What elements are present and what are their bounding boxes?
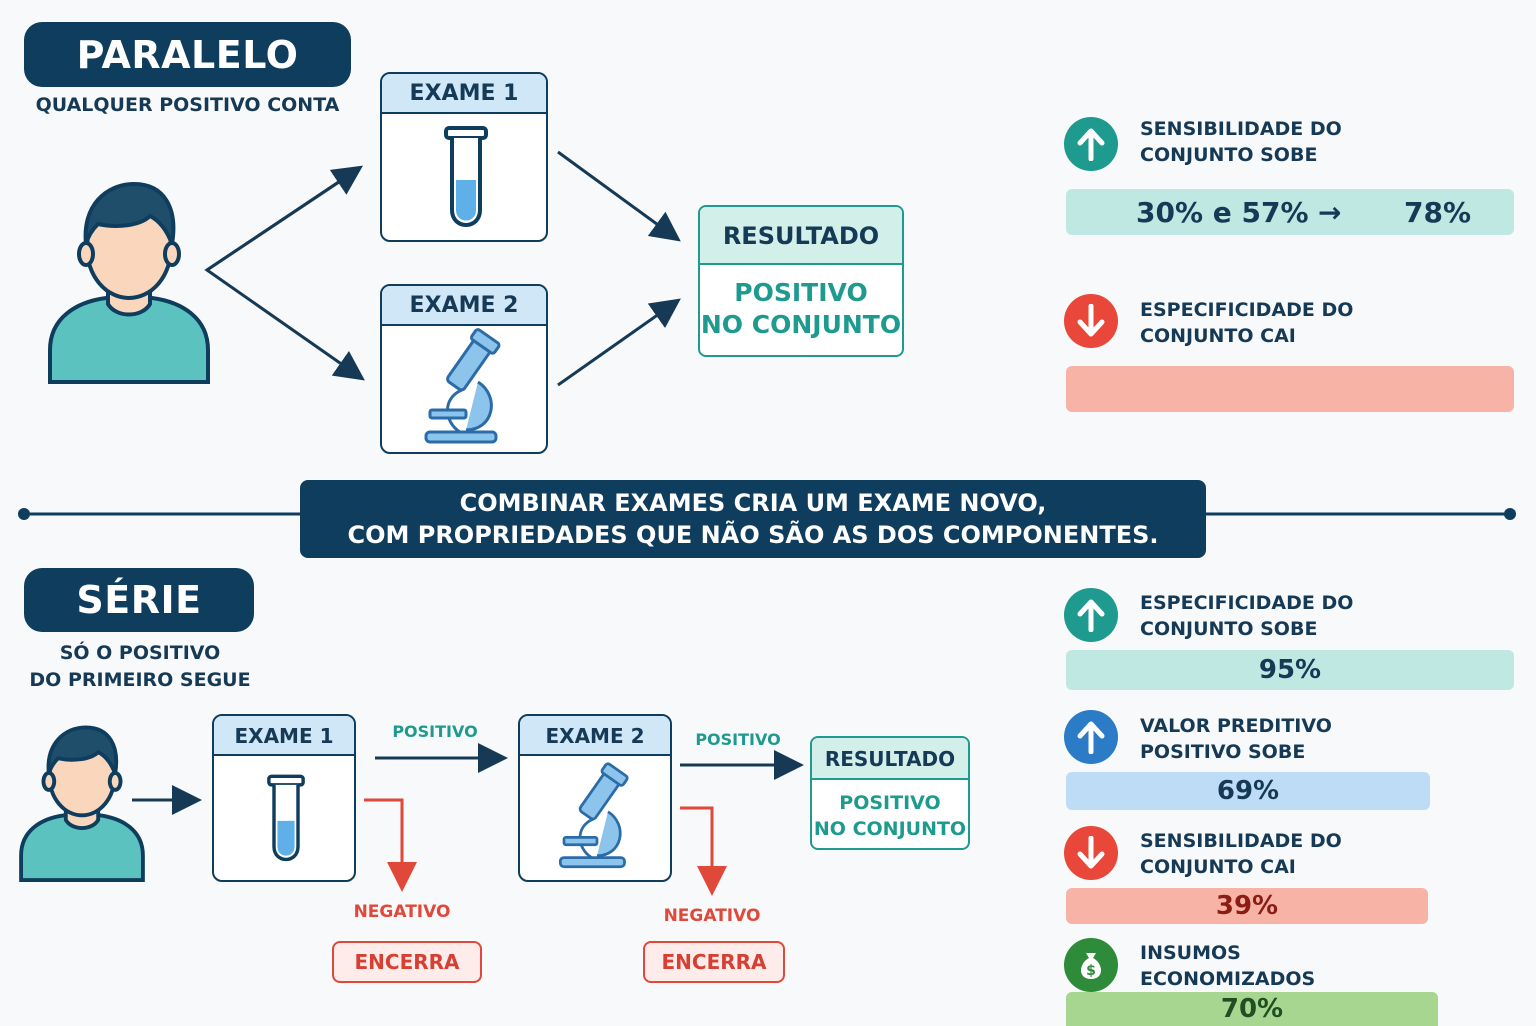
bar-value: 39% (1215, 891, 1279, 921)
person-icon (48, 181, 210, 384)
parallel-exam-1-card: EXAME 1 (380, 72, 548, 242)
value-from: 30% e 57% (1136, 195, 1309, 229)
exam-card-title: EXAME 2 (520, 716, 670, 756)
result-title: RESULTADO (700, 207, 902, 265)
parallel-subtitle: QUALQUER POSITIVO CONTA (35, 94, 340, 116)
stat-label: INSUMOS ECONOMIZADOS (1140, 942, 1316, 990)
arrow-down-icon (1064, 294, 1118, 348)
negative-label: NEGATIVO (353, 902, 451, 922)
result-line-2: NO CONJUNTO (700, 310, 902, 339)
result-line-2: NO CONJUNTO (813, 818, 967, 840)
specificity-bar (1066, 366, 1514, 412)
parallel-result-card: RESULTADO POSITIVO NO CONJUNTO (698, 205, 904, 357)
series-title: SÉRIE (24, 568, 254, 632)
positive-label: POSITIVO (695, 730, 781, 749)
series-exam-2-card: EXAME 2 (518, 714, 672, 882)
test-tube-icon (267, 774, 305, 862)
negative-label: NEGATIVO (663, 906, 761, 926)
stat-label: ESPECIFICIDADE DO CONJUNTO SOBE (1140, 592, 1354, 640)
stat-label: SENSIBILIDADE DO CONJUNTO SOBE (1140, 118, 1342, 166)
result-line-1: POSITIVO (734, 278, 868, 307)
test-tube-icon (444, 126, 488, 227)
series-exam-1-card: EXAME 1 (212, 714, 356, 882)
arrow-up-icon (1064, 117, 1118, 171)
bar-value: 95% (1258, 655, 1322, 685)
banner-line-1: COMBINAR EXAMES CRIA UM EXAME NOVO, (459, 489, 1047, 517)
bar-value: 69% (1216, 776, 1280, 806)
result-title: RESULTADO (812, 738, 968, 780)
positive-label: POSITIVO (392, 722, 478, 741)
stop-badge: ENCERRA (643, 941, 785, 983)
stat-label: VALOR PREDITIVO POSITIVO SOBE (1140, 715, 1332, 763)
parallel-exam-2-card: EXAME 2 (380, 284, 548, 454)
microscope-icon (558, 762, 629, 869)
exam-card-title: EXAME 2 (382, 286, 546, 326)
exam-card-title: EXAME 1 (382, 74, 546, 114)
arrow-up-icon (1064, 588, 1118, 642)
key-message-banner: COMBINAR EXAMES CRIA UM EXAME NOVO, COM … (300, 480, 1206, 558)
arrow-right-icon: → (1318, 195, 1342, 229)
sensitivity-bar: 39% (1066, 888, 1428, 924)
ppv-bar: 69% (1066, 772, 1430, 810)
value-to: 78% (1404, 195, 1472, 229)
banner-line-2: COM PROPRIEDADES QUE NÃO SÃO AS DOS COMP… (347, 521, 1159, 549)
microscope-icon (424, 328, 501, 444)
stop-badge: ENCERRA (332, 941, 482, 983)
stat-label: SENSIBILIDADE DO CONJUNTO CAI (1140, 830, 1342, 878)
series-flow-arrows (132, 743, 804, 896)
sensitivity-bar: 30% e 57% → 78% (1066, 189, 1514, 235)
arrow-up-icon (1064, 710, 1118, 764)
exam-card-title: EXAME 1 (214, 716, 354, 756)
specificity-bar: 95% (1066, 650, 1514, 690)
savings-bar: 70% (1066, 992, 1438, 1026)
person-icon (19, 725, 145, 883)
parallel-title: PARALELO (24, 22, 351, 87)
money-bag-icon: $ (1064, 938, 1118, 992)
result-line-1: POSITIVO (839, 792, 941, 814)
stat-label: ESPECIFICIDADE DO CONJUNTO CAI (1140, 299, 1354, 347)
series-result-card: RESULTADO POSITIVO NO CONJUNTO (810, 736, 970, 850)
bar-value: 70% (1220, 994, 1284, 1024)
parallel-flow-arrows (204, 150, 681, 387)
arrow-down-icon (1064, 826, 1118, 880)
series-subtitle: SÓ O POSITIVO DO PRIMEIRO SEGUE (29, 642, 251, 691)
svg-text:$: $ (1086, 963, 1096, 979)
